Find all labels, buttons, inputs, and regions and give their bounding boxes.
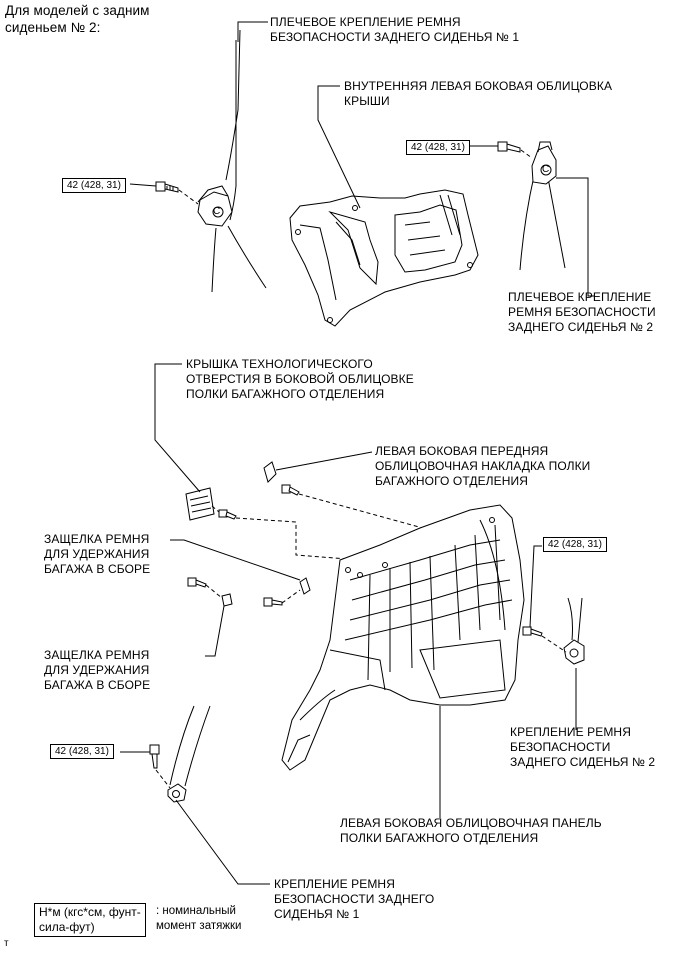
seatbelt-anchor-1-part bbox=[167, 705, 211, 803]
bolt-2 bbox=[497, 141, 521, 153]
torque-box-anchor-1: 42 (428, 31) bbox=[50, 744, 114, 759]
striker-lower-part bbox=[221, 593, 233, 607]
deck-trim-panel-part bbox=[281, 504, 525, 771]
label-service-hole-cover: КРЫШКА ТЕХНОЛОГИЧЕСКОГО ОТВЕРСТИЯ В БОКО… bbox=[186, 357, 414, 401]
roof-side-garnish-part bbox=[289, 189, 479, 327]
legend-unit-box: Н*м (кгс*см, фунт- сила-фут) bbox=[34, 903, 146, 937]
leader-lines bbox=[120, 21, 594, 885]
label-deck-front-garnish: ЛЕВАЯ БОКОВАЯ ПЕРЕДНЯЯ ОБЛИЦОВОЧНАЯ НАКЛ… bbox=[375, 444, 591, 488]
bolt-striker-upper bbox=[263, 597, 283, 607]
clip-cover bbox=[218, 509, 237, 520]
label-shoulder-anchor-1: ПЛЕЧЕВОЕ КРЕПЛЕНИЕ РЕМНЯ БЕЗОПАСНОСТИ ЗА… bbox=[270, 15, 520, 44]
mark-c-2: C bbox=[542, 164, 550, 175]
label-seatbelt-anchor-2: КРЕПЛЕНИЕ РЕМНЯ БЕЗОПАСНОСТИ ЗАДНЕГО СИД… bbox=[510, 725, 656, 769]
bolt-1 bbox=[155, 181, 179, 193]
label-striker-lower: ЗАЩЕЛКА РЕМНЯ ДЛЯ УДЕРЖАНИЯ БАГАЖА В СБО… bbox=[44, 648, 151, 692]
torque-box-shoulder-anchor-2: 42 (428, 31) bbox=[406, 140, 470, 155]
torque-box-anchor-2: 42 (428, 31) bbox=[543, 537, 607, 552]
intro-text: Для моделей с задним сиденьем № 2: bbox=[5, 3, 150, 35]
shoulder-anchor-1-part bbox=[197, 29, 267, 293]
shoulder-anchor-2-part bbox=[519, 141, 566, 271]
torque-box-shoulder-anchor-1: 42 (428, 31) bbox=[62, 178, 126, 193]
label-deck-trim-panel: ЛЕВАЯ БОКОВАЯ ОБЛИЦОВОЧНАЯ ПАНЕЛЬ ПОЛКИ … bbox=[340, 816, 602, 845]
striker-upper-part bbox=[299, 577, 311, 595]
mark-c-1: C bbox=[213, 206, 221, 217]
legend-description: : номинальный момент затяжки bbox=[156, 905, 242, 932]
bolt-anchor-1 bbox=[149, 744, 160, 769]
deck-front-garnish-part bbox=[263, 461, 277, 483]
label-seatbelt-anchor-1: КРЕПЛЕНИЕ РЕМНЯ БЕЗОПАСНОСТИ ЗАДНЕГО СИД… bbox=[274, 877, 435, 921]
label-striker-upper: ЗАЩЕЛКА РЕМНЯ ДЛЯ УДЕРЖАНИЯ БАГАЖА В СБО… bbox=[44, 532, 151, 576]
bolt-anchor-2 bbox=[522, 626, 543, 637]
label-shoulder-anchor-2: ПЛЕЧЕВОЕ КРЕПЛЕНИЕ РЕМНЯ БЕЗОПАСНОСТИ ЗА… bbox=[508, 290, 656, 334]
bolt-striker-lower bbox=[187, 577, 207, 588]
footer-mark: т bbox=[4, 938, 9, 949]
seatbelt-anchor-2-part bbox=[563, 597, 585, 665]
label-roof-side-garnish: ВНУТРЕННЯЯ ЛЕВАЯ БОКОВАЯ ОБЛИЦОВКА КРЫШИ bbox=[344, 79, 613, 108]
service-hole-cover-part bbox=[185, 487, 215, 521]
clip-garnish bbox=[281, 484, 300, 496]
